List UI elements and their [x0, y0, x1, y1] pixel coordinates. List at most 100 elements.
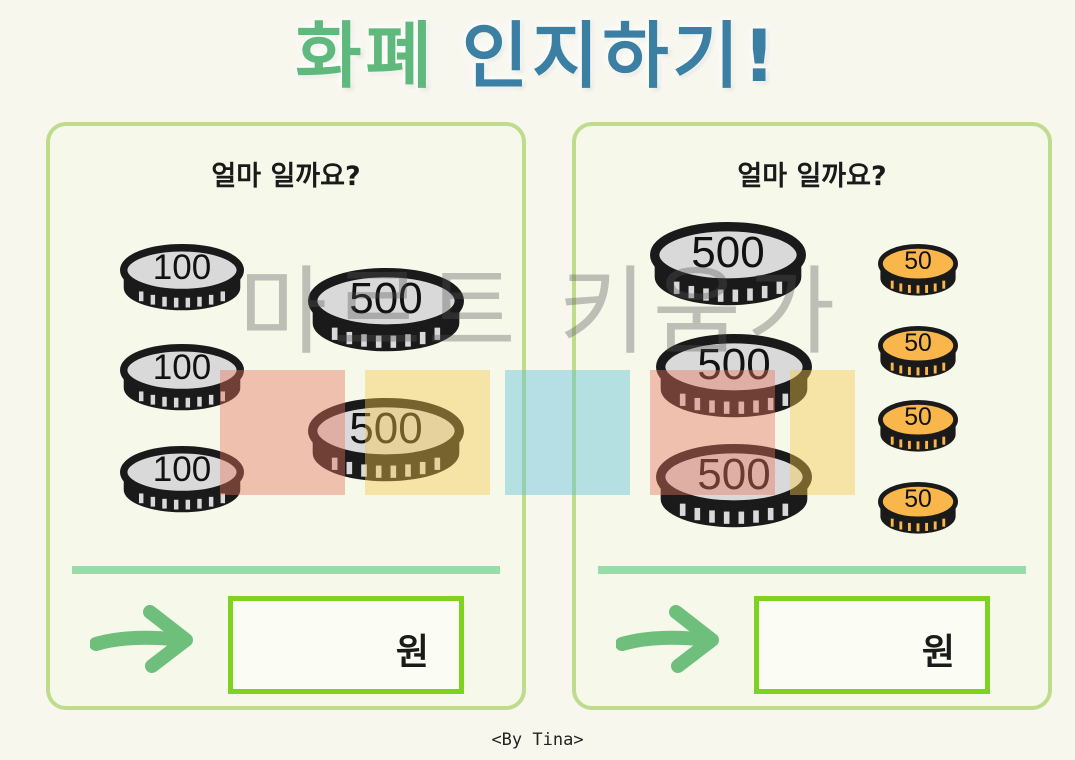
coin-value: 500: [697, 449, 771, 499]
coin-value: 500: [697, 339, 771, 389]
coin-graphic: [878, 243, 958, 296]
coin-ridge: [173, 297, 179, 308]
coin-ridge: [138, 291, 144, 302]
coin-ridge: [942, 280, 946, 289]
coin-ridge: [405, 464, 411, 477]
coin-value: 500: [349, 273, 423, 323]
coin-ridge: [150, 294, 156, 305]
coin-graphic: [878, 325, 958, 378]
coin-graphic: [120, 344, 244, 411]
coin-face: [656, 444, 812, 510]
coin-ridge: [925, 284, 929, 293]
coin-ridge: [890, 362, 894, 371]
coin-ridge: [405, 334, 411, 347]
coin-ridge: [197, 396, 202, 407]
coin-ridge: [208, 294, 214, 305]
coin-value: 50: [904, 486, 932, 514]
coin-ridge: [732, 289, 739, 302]
coin-ridge: [925, 522, 929, 531]
question-text: 얼마 일까요?: [211, 161, 361, 192]
coin-ridge: [173, 397, 179, 408]
coin-ridge: [434, 457, 441, 470]
coin-ridge: [173, 499, 179, 510]
answer-input-box[interactable]: 원: [754, 596, 990, 694]
coin-ridge: [942, 518, 946, 527]
coin-ridge: [899, 439, 903, 448]
coin-face: [120, 344, 244, 397]
coin-500: 500: [308, 268, 464, 356]
coin-100: 100: [120, 446, 244, 516]
coin-face: [308, 398, 464, 464]
coin-ridge: [753, 400, 759, 413]
answer-input-box[interactable]: 원: [228, 596, 464, 694]
coin-ridge: [907, 284, 911, 293]
coin-ridge: [679, 393, 686, 406]
coin-ridge: [899, 521, 903, 530]
divider-line: [598, 566, 1026, 574]
coin-face: [308, 268, 464, 334]
coin-value: 100: [152, 450, 212, 490]
credit-text: <By Tina>: [491, 730, 584, 750]
coin-ridge: [197, 296, 202, 307]
coin-ridge: [361, 464, 367, 477]
coin-ridge: [138, 493, 144, 504]
coin-graphic: [308, 268, 464, 352]
coin-50: 50: [878, 399, 958, 454]
coin-ridge: [782, 503, 789, 516]
coin-graphic: [656, 444, 812, 528]
coin-ridge: [890, 280, 894, 289]
coin-ridge: [890, 518, 894, 527]
coin-ridge: [933, 283, 937, 292]
coin-ridge: [916, 367, 920, 376]
coin-ridge: [688, 285, 695, 299]
coin-ridge: [747, 288, 753, 301]
coin-500: 500: [650, 222, 806, 310]
coin-ridge: [679, 503, 686, 516]
coin-ridge: [776, 281, 783, 294]
coin-ridge: [907, 440, 911, 449]
coin-ridge: [390, 335, 397, 348]
coin-ridge: [916, 285, 920, 294]
coin-ridge: [916, 441, 920, 450]
coin-ridge: [782, 393, 789, 406]
unit-label: 원: [921, 632, 955, 673]
coin-ridge: [942, 362, 946, 371]
unit-label: 원: [395, 632, 429, 673]
coin-ridge: [925, 366, 929, 375]
coin-ridge: [185, 297, 191, 308]
coin-ridge: [220, 493, 226, 504]
coin-face: [120, 446, 244, 499]
coin-graphic: [878, 399, 958, 452]
coin-ridge: [208, 496, 214, 507]
arrow-right-icon: [616, 605, 719, 673]
coin-ridge: [899, 283, 903, 292]
coin-ridge: [709, 400, 715, 413]
coin-graphic: [656, 334, 812, 418]
coin-value: 500: [691, 227, 765, 277]
coin-ridge: [162, 396, 167, 407]
coin-ridge: [162, 296, 167, 307]
coin-face: [878, 399, 958, 440]
coin-ridge: [753, 510, 759, 523]
coin-ridge: [673, 281, 680, 294]
coin-ridge: [138, 391, 144, 402]
coin-ridge: [933, 365, 937, 374]
coin-ridge: [694, 507, 701, 521]
coin-ridge: [331, 327, 338, 340]
coin-ridge: [419, 461, 426, 475]
coin-ridge: [220, 391, 226, 402]
coin-ridge: [723, 401, 730, 414]
question-card-left: 얼마 일까요? 100 100 100 500 500 원: [46, 122, 526, 710]
title-part2: 인지하기!: [461, 14, 780, 98]
coin-ridge: [185, 397, 191, 408]
coin-face: [878, 325, 958, 366]
coin-graphic: [878, 481, 958, 534]
coin-500: 500: [308, 398, 464, 486]
coin-ridge: [907, 366, 911, 375]
coin-ridge: [899, 365, 903, 374]
coin-ridge: [703, 288, 709, 301]
coin-ridge: [907, 522, 911, 531]
coin-ridge: [197, 498, 202, 509]
coin-ridge: [709, 510, 715, 523]
